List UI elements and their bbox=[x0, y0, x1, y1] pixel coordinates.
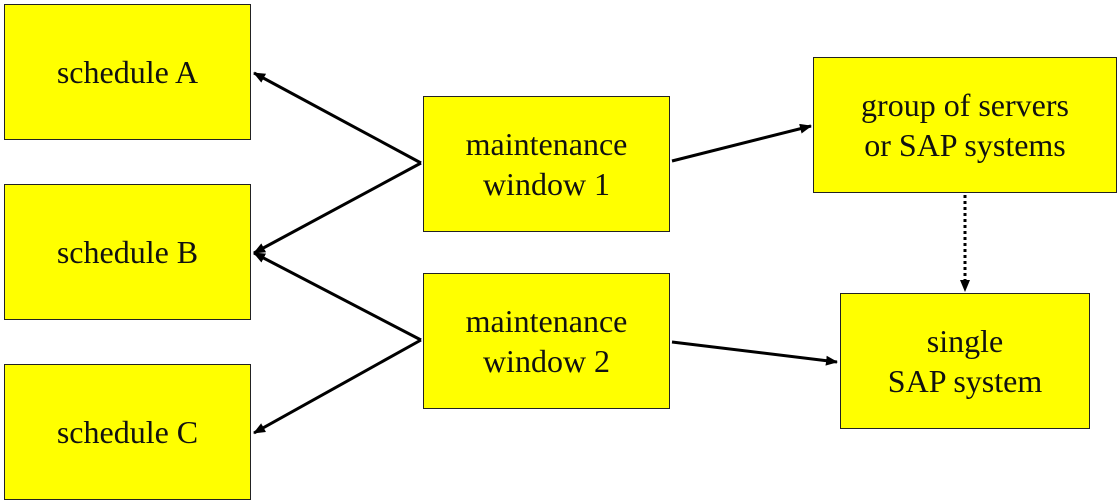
schedule-c-box: schedule C bbox=[4, 364, 251, 500]
group-of-servers-box: group of servers or SAP systems bbox=[813, 57, 1117, 193]
edge-mw2-to-schedule-b bbox=[253, 251, 422, 342]
group-of-servers-text: group of servers or SAP systems bbox=[861, 85, 1069, 165]
maintenance-window-1-line2: window 1 bbox=[482, 166, 611, 202]
maintenance-window-2-text: maintenance window 2 bbox=[466, 301, 628, 381]
edge-mw2-to-schedule-c bbox=[253, 338, 422, 435]
schedule-a-box: schedule A bbox=[4, 4, 251, 140]
maintenance-window-1-text: maintenance window 1 bbox=[466, 124, 628, 204]
edge-mw2-to-single bbox=[671, 340, 838, 366]
group-of-servers-line2: or SAP systems bbox=[864, 127, 1066, 163]
maintenance-window-2-box: maintenance window 2 bbox=[423, 273, 670, 409]
maintenance-window-1-line1: maintenance bbox=[465, 126, 628, 162]
single-sap-system-box: single SAP system bbox=[840, 293, 1090, 429]
maintenance-window-2-line2: window 2 bbox=[482, 343, 611, 379]
maintenance-window-1-box: maintenance window 1 bbox=[423, 96, 670, 232]
group-of-servers-line1: group of servers bbox=[861, 87, 1069, 123]
maintenance-window-2-line1: maintenance bbox=[465, 303, 628, 339]
edge-mw1-to-schedule-b bbox=[253, 161, 422, 255]
edge-mw1-to-group bbox=[671, 123, 812, 163]
schedule-c-label: schedule C bbox=[56, 414, 199, 450]
schedule-a-label: schedule A bbox=[56, 54, 199, 90]
single-sap-system-line2: SAP system bbox=[887, 363, 1043, 399]
edge-mw1-to-schedule-a bbox=[253, 71, 422, 165]
single-sap-system-text: single SAP system bbox=[888, 321, 1042, 401]
schedule-b-label: schedule B bbox=[56, 234, 199, 270]
schedule-b-box: schedule B bbox=[4, 184, 251, 320]
single-sap-system-line1: single bbox=[926, 323, 1004, 359]
